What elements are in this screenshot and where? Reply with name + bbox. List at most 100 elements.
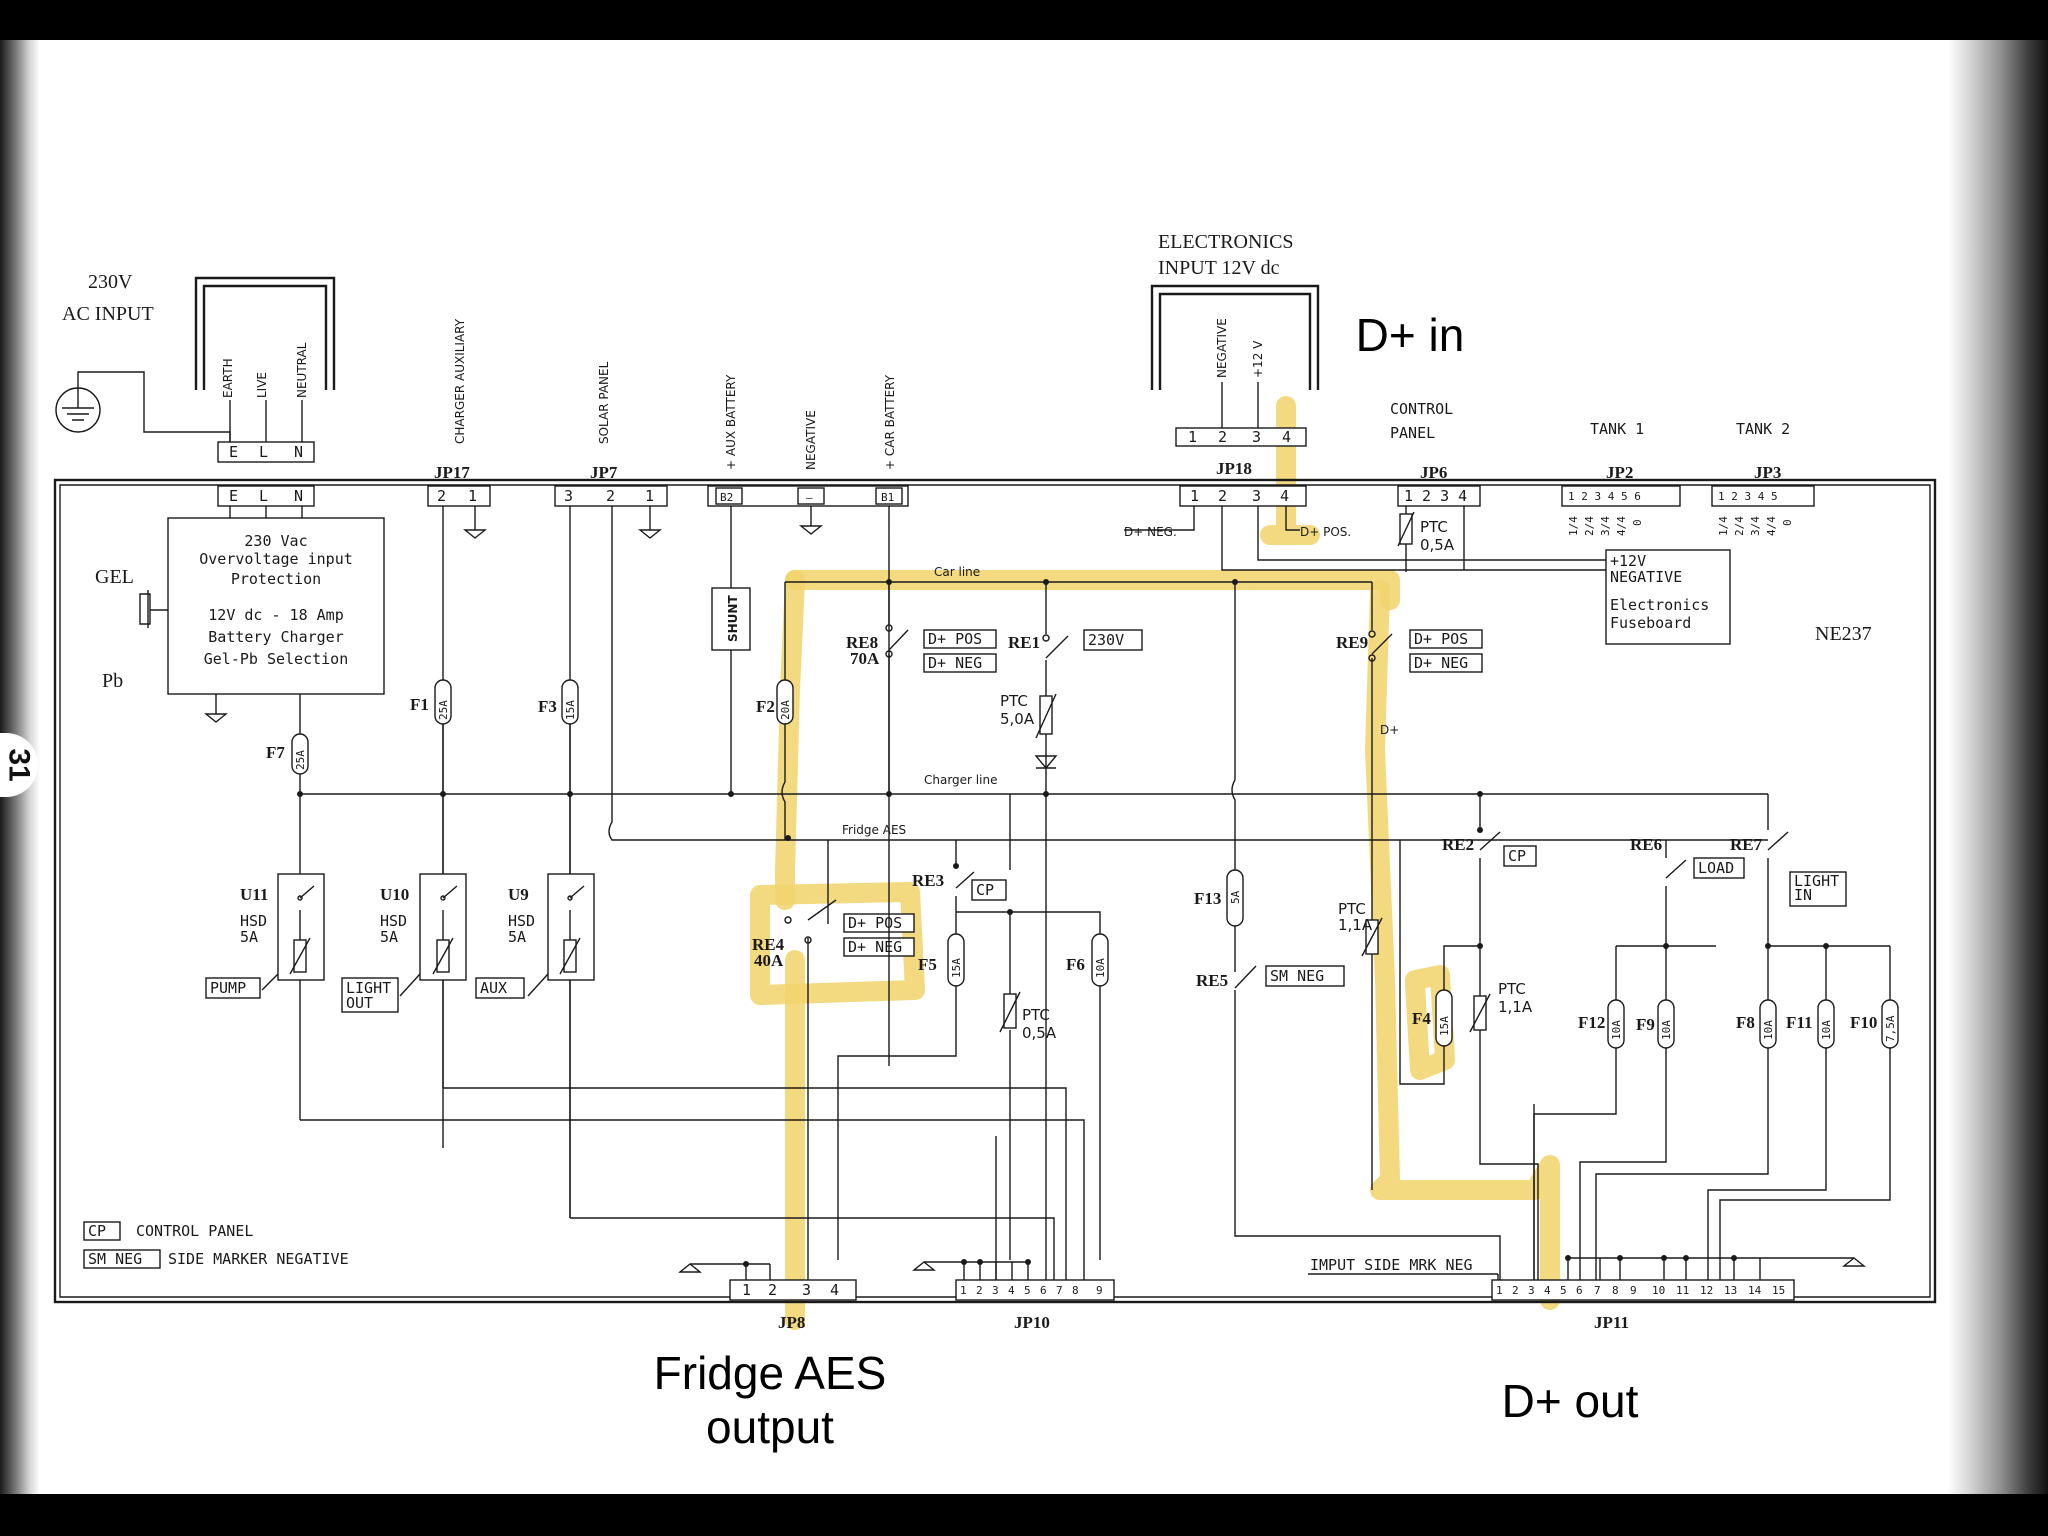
annotation-fridge-aes: Fridge AES xyxy=(653,1347,887,1399)
car-battery-title: + CAR BATTERY xyxy=(883,374,897,470)
jp10-pin-2: 2 xyxy=(976,1284,983,1297)
u10-hsd: U10 HSD 5A LIGHT OUT xyxy=(341,724,467,1088)
jp10-pin-9: 9 xyxy=(1096,1284,1103,1297)
f4-id: F4 xyxy=(1412,1009,1431,1028)
jp18-top-pin-3: 3 xyxy=(1252,428,1261,446)
ac-input-title-2: AC INPUT xyxy=(62,303,154,325)
jp10-label: JP10 xyxy=(1014,1313,1050,1332)
jp3-pins: 1 2 3 4 5 xyxy=(1718,490,1778,503)
fuseboard-line-3: Electronics xyxy=(1610,596,1709,614)
jp10-pin-6: 6 xyxy=(1040,1284,1047,1297)
jp11-pin-9: 9 xyxy=(1630,1284,1637,1297)
electronics-fuseboard xyxy=(1605,549,1731,645)
battery-pin-b1: B1 xyxy=(881,491,894,504)
charger-line-2: Overvoltage input xyxy=(199,550,353,568)
re2-tag: CP xyxy=(1508,847,1526,865)
highlight-layer xyxy=(750,396,1560,1330)
f7-fuse xyxy=(291,733,309,775)
jp11-pin-3: 3 xyxy=(1528,1284,1535,1297)
legend-smneg-text: SIDE MARKER NEGATIVE xyxy=(168,1250,349,1268)
jp10-pin-7: 7 xyxy=(1056,1284,1063,1297)
shunt-label: SHUNT xyxy=(726,595,740,642)
legend-cp-text: CONTROL PANEL xyxy=(136,1222,253,1240)
charger-line-6: Gel-Pb Selection xyxy=(204,650,349,668)
charger-line-label: Charger line xyxy=(924,773,997,787)
re9-tag-2: D+ NEG xyxy=(1414,654,1468,672)
re8-tag-1: D+ POS xyxy=(928,630,982,648)
highlight-car-line xyxy=(785,570,1400,610)
jp17-pin-1: 1 xyxy=(468,487,477,505)
u10-id: U10 xyxy=(380,885,409,904)
charger-line-1: 230 Vac xyxy=(244,532,307,550)
battery-pin-neg: – xyxy=(806,491,813,504)
re1-ptc-name: PTC xyxy=(1000,692,1028,710)
re8-amps: 70A xyxy=(850,649,880,668)
jp2-pins: 1 2 3 4 5 6 xyxy=(1568,490,1641,503)
f12-rating: 10A xyxy=(1610,1020,1623,1040)
solar-line xyxy=(608,782,1768,841)
d-pos-signal: D+ POS. xyxy=(1300,525,1351,539)
f2-rating: 20A xyxy=(779,700,792,720)
pb-label: Pb xyxy=(102,670,123,692)
legend-smneg-code: SM NEG xyxy=(88,1250,142,1268)
jp10-pin-5: 5 xyxy=(1024,1284,1031,1297)
car-line-label: Car line xyxy=(934,565,980,579)
re5-tag: SM NEG xyxy=(1270,967,1324,985)
jp2-label: JP2 xyxy=(1606,463,1633,482)
jp11-pin-1: 1 xyxy=(1496,1284,1503,1297)
jp11-pin-5: 5 xyxy=(1560,1284,1567,1297)
board-terminal-e: E xyxy=(229,487,238,505)
jp18-bracket xyxy=(1150,284,1320,390)
re7-id: RE7 xyxy=(1730,835,1763,854)
f4-ptc-value: 1,1A xyxy=(1498,998,1533,1016)
f1-id: F1 xyxy=(410,695,429,714)
f8-rating: 10A xyxy=(1762,1020,1775,1040)
jp10-pin-8: 8 xyxy=(1072,1284,1079,1297)
ac-terminal-e: E xyxy=(229,443,238,461)
jp11-pin-14: 14 xyxy=(1748,1284,1762,1297)
jp11-pin-7: 7 xyxy=(1594,1284,1601,1297)
jp18-top-pin-4: 4 xyxy=(1282,428,1291,446)
shunt-block xyxy=(711,587,751,651)
u11-hsd: U11 HSD 5A PUMP xyxy=(205,794,325,1120)
jp2-level-4: 4/4 xyxy=(1615,516,1628,536)
f13-rating: 5A xyxy=(1229,890,1242,904)
document-page xyxy=(40,40,1948,1494)
highlight-re4-box xyxy=(750,882,925,1005)
u10-amps: 5A xyxy=(380,928,398,946)
f8-id: F8 xyxy=(1736,1013,1755,1032)
fuseboard-line-4: Fuseboard xyxy=(1610,614,1691,632)
jp11-pin-11: 11 xyxy=(1676,1284,1689,1297)
re4-tag-1: D+ POS xyxy=(848,914,902,932)
jp10-ptc-value: 0,5A xyxy=(1022,1024,1057,1042)
jp2-levels: 1/4 2/4 3/4 4/4 0 xyxy=(1567,516,1644,536)
jp17-label: JP17 xyxy=(434,463,470,482)
f6-rating: 10A xyxy=(1094,958,1107,978)
jp2-level-3: 3/4 xyxy=(1599,516,1612,536)
jp11-pin-4: 4 xyxy=(1544,1284,1551,1297)
highlight-d-plus-in xyxy=(1260,396,1320,545)
u9-amps: 5A xyxy=(508,928,526,946)
fuseboard-line-1: +12V xyxy=(1610,552,1646,570)
re5-id: RE5 xyxy=(1196,971,1228,990)
re8-switch xyxy=(888,582,909,792)
jp11-pin-15: 15 xyxy=(1772,1284,1785,1297)
re7-tag-2: IN xyxy=(1794,886,1812,904)
re4-tag-2: D+ NEG xyxy=(848,938,902,956)
jp10-pins: 1 2 3 4 5 6 7 8 9 xyxy=(960,1284,1103,1297)
jp3-label: JP3 xyxy=(1754,463,1781,482)
charger-line-5: Battery Charger xyxy=(208,628,343,646)
jp8-label: JP8 xyxy=(778,1313,805,1332)
jp7-pin-2: 2 xyxy=(606,487,615,505)
battery-pin-b2: B2 xyxy=(720,491,733,504)
f6-id: F6 xyxy=(1066,955,1085,974)
highlight-f4 xyxy=(1405,965,1455,1080)
f12-id: F12 xyxy=(1578,1013,1605,1032)
jp2-level-1: 1/4 xyxy=(1567,516,1580,536)
jp2-level-0: 0 xyxy=(1631,519,1644,526)
jp7-pin-3: 3 xyxy=(564,487,573,505)
bottom-bar xyxy=(0,1494,2048,1536)
f5-id: F5 xyxy=(918,955,937,974)
jp6-title-2: PANEL xyxy=(1390,424,1435,442)
re1-tag: 230V xyxy=(1088,631,1124,649)
